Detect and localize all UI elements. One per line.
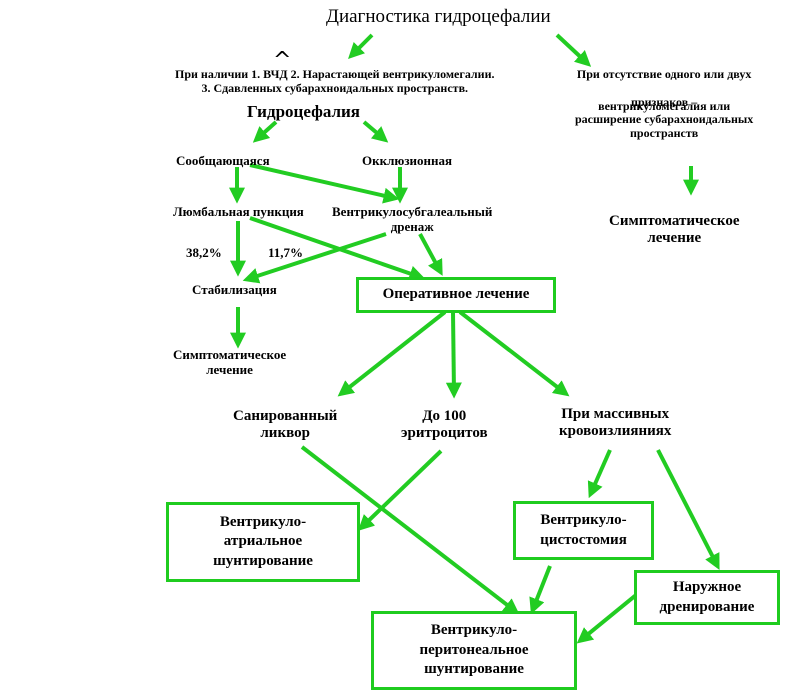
arrow-massive-to-cisto <box>587 449 612 499</box>
arrow-communicating-to-drainage <box>249 163 400 204</box>
massive-line-1: При массивных <box>561 406 670 422</box>
arrow-operative-to-massive <box>458 310 570 397</box>
arrow-operative-to-up-to-100 <box>445 311 462 399</box>
stabilization-label: Стабилизация <box>192 282 277 297</box>
up-to-100-line-2: эритроцитов <box>401 425 488 442</box>
percent-right: 11,7% <box>268 245 304 260</box>
caret-mark: ^ <box>273 48 292 73</box>
communicating-label: Сообщающаяся <box>176 153 270 168</box>
symptomatic-right-line-2: лечение <box>647 230 702 247</box>
massive-hemorrhage-text: При массивных кровоизлияниях <box>559 406 671 441</box>
symptomatic-right-line-1: Симптоматическое <box>609 213 740 229</box>
absent-line-3: вентрикуломегалия или <box>598 98 731 113</box>
diagram-title: Диагностика гидроцефалии <box>326 6 551 27</box>
operative-treatment-box: Оперативное лечение <box>356 277 556 313</box>
massive-line-2: кровоизлияниях <box>559 423 672 440</box>
up-to-100-line-1: До 100 <box>422 408 467 424</box>
arrow-cisto-to-peritoneal <box>529 565 552 615</box>
ventriculo-peritoneal-box: Вентрикуло- перитонеальное шунтирование <box>371 611 577 690</box>
absent-line-1: При отсутствие одного или двух <box>576 67 752 81</box>
arrow-external-to-peritoneal <box>576 593 638 644</box>
arrow-title-to-criteria <box>348 33 374 59</box>
absent-signs-text: При отсутствие одного или двух признаков… <box>575 67 754 141</box>
arrow-hydro-to-occlusive <box>362 120 389 143</box>
sanitized-csf-text: Санированный ликвор <box>233 408 337 443</box>
symptomatic-right-text: Симптоматическое лечение <box>609 213 740 248</box>
arrow-up-to-100-to-atrial <box>357 449 443 531</box>
arrow-drainage-to-stabilization <box>242 232 387 284</box>
hydrocephalus-label: Гидроцефалия <box>247 102 361 121</box>
ventriculo-cisto-box: Вентрикуло- цистостомия <box>513 501 654 560</box>
absent-line-4: расширение субарахноидальных <box>575 112 754 127</box>
arrow-operative-to-sanitized <box>337 310 447 397</box>
drainage-text: Вентрикулосубгалеальный дренаж <box>332 204 493 235</box>
arrow-hydro-to-communicating <box>252 120 278 143</box>
sanitized-line-1: Санированный <box>233 408 338 424</box>
absent-line-5: пространств <box>630 126 699 141</box>
criteria-line-1: При наличии 1. ВЧД 2. Нарастающей вентри… <box>175 67 495 81</box>
sanitized-line-2: ликвор <box>260 425 310 442</box>
criteria-line-2: 3. Сдавленных субарахноидальных простран… <box>201 80 469 95</box>
arrow-lumbar-to-operative <box>249 216 426 282</box>
external-drainage-box: Наружное дренирование <box>634 570 780 625</box>
lumbar-puncture-label: Люмбальная пункция <box>173 204 304 219</box>
absent-line-2: признаков – <box>631 94 698 109</box>
criteria-text: При наличии 1. ВЧД 2. Нарастающей вентри… <box>175 67 495 96</box>
drainage-line-2: дренаж <box>390 218 434 234</box>
arrow-drainage-to-operative <box>418 233 443 276</box>
symptomatic-left-line-1: Симптоматическое <box>173 347 287 362</box>
ventriculo-atrial-box: Вентрикуло- атриальное шунтирование <box>166 502 360 582</box>
symptomatic-left-line-2: лечение <box>206 361 253 377</box>
up-to-100-text: До 100 эритроцитов <box>401 408 488 443</box>
arrow-massive-to-external <box>656 449 720 570</box>
arrow-title-to-absent <box>555 33 592 67</box>
arrow-sanitized-to-peritoneal <box>300 445 520 615</box>
occlusive-label: Окклюзионная <box>362 153 453 168</box>
symptomatic-left-text: Симптоматическое лечение <box>173 347 287 378</box>
drainage-line-1: Вентрикулосубгалеальный <box>332 204 493 219</box>
percent-left: 38,2% <box>186 245 222 260</box>
